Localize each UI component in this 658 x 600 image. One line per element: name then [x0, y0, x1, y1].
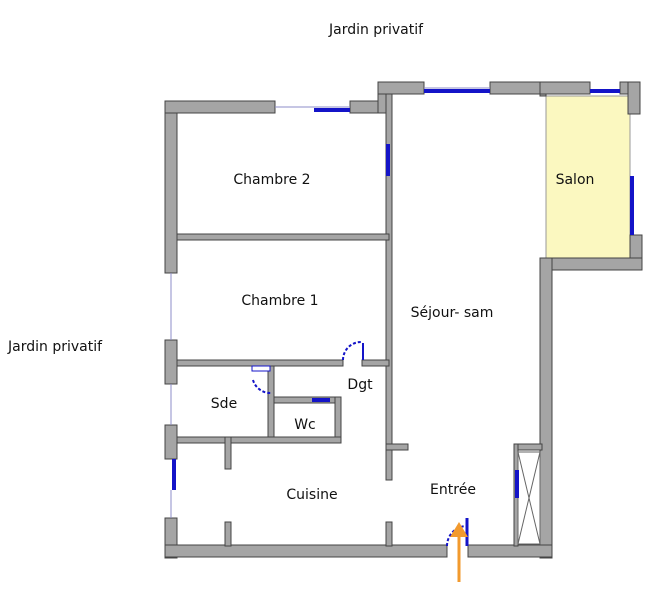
wall-kitchen-top [176, 436, 342, 444]
room-label-dgt[interactable]: Dgt [347, 377, 373, 393]
wall-bottom-right [467, 544, 553, 558]
wall-right [539, 257, 553, 559]
windows [170, 87, 634, 518]
wall-corridor [385, 93, 393, 481]
walls [164, 81, 643, 559]
room-label-sde[interactable]: Sde [211, 396, 237, 412]
wall-bottom-stub1 [224, 521, 232, 547]
wall-salon-bottom [539, 257, 643, 271]
salon-area[interactable] [545, 95, 631, 259]
doors [251, 341, 469, 547]
wall-wc-right [334, 396, 342, 444]
wall-salon-corner-v [627, 81, 641, 115]
room-label-chambre2[interactable]: Chambre 2 [233, 172, 310, 188]
room-label-salon[interactable]: Salon [556, 172, 595, 188]
wall-top-left [164, 100, 276, 114]
wall-sde-right [267, 365, 275, 441]
wall-left-top [164, 100, 178, 274]
wall-entree-stub [385, 443, 409, 451]
room-label-entree[interactable]: Entrée [430, 482, 476, 498]
wall-top-corner [377, 81, 425, 95]
wall-chambre1-bottom-r [361, 359, 390, 367]
room-label-wc[interactable]: Wc [294, 417, 316, 433]
room-label-sejour[interactable]: Séjour- sam [411, 305, 494, 321]
wall-sejour-top [489, 81, 547, 95]
wall-bottom-stub2 [385, 521, 393, 547]
exterior-label-left: Jardin privatif [7, 339, 103, 355]
wall-left-mid [164, 339, 178, 385]
closet [517, 451, 541, 545]
wall-bottom-left [164, 544, 448, 558]
entrance-arrow-icon [450, 522, 468, 582]
wall-salon-top [539, 81, 591, 95]
wall-kitchen-stub [224, 436, 232, 470]
room-label-cuisine[interactable]: Cuisine [286, 487, 337, 503]
wall-chambre1-bottom [176, 359, 344, 367]
wall-left-low [164, 424, 178, 460]
wall-chambre2-bottom [176, 233, 390, 241]
wall-wc-top [273, 396, 342, 404]
room-label-chambre1[interactable]: Chambre 1 [241, 293, 318, 309]
exterior-label-top: Jardin privatif [328, 22, 424, 38]
